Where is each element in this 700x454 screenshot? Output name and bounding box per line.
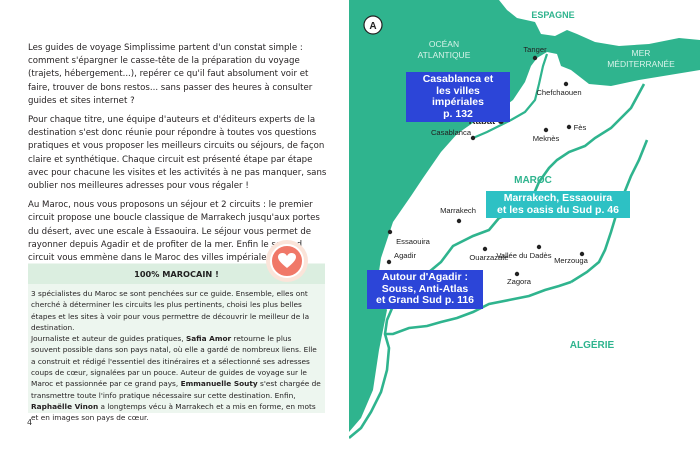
label-agadir-stay[interactable]: Autour d'Agadir : Souss, Anti-Atlas et G… <box>367 270 483 309</box>
city-fes: Fès <box>574 123 587 132</box>
morocco-map: 0 100 200 km A ESPAGNE OCÉAN ATLANTIQUE … <box>348 0 700 450</box>
box-text-2: Journaliste et auteur de guides pratique… <box>31 334 186 344</box>
intro-paragraph-3: Au Maroc, nous vous proposons un séjour … <box>28 200 320 264</box>
info-box-title: 100% MAROCAIN ! <box>28 264 325 284</box>
heart-icon <box>270 244 304 278</box>
inner-border-2 <box>570 139 649 284</box>
compass-letter: A <box>369 21 376 32</box>
coast-route <box>472 53 549 140</box>
label-marr-line2: et les oasis du Sud p. 46 <box>497 203 619 216</box>
city-chefchaouen: Chefchaouen <box>536 88 581 97</box>
info-box <box>28 263 325 413</box>
label-casa-line3: p. 132 <box>443 107 473 120</box>
info-box-body: 3 spécialistes du Maroc se sont penchées… <box>31 288 321 424</box>
scale-label-200: 200 km <box>552 431 575 438</box>
page-number: 4 <box>27 418 33 427</box>
city-merzouga: Merzouga <box>554 256 589 265</box>
intro-paragraph-2: Pour chaque titre, une équipe d'auteurs … <box>28 115 327 192</box>
region-algerie: ALGÉRIE <box>570 338 615 351</box>
box-text-5: a longtemps vécu à Marrakech et a mis en… <box>31 401 316 423</box>
spain-landmass <box>499 0 700 46</box>
author-name-2: Emmanuelle Souty <box>180 379 258 389</box>
label-casablanca-circuit[interactable]: Casablanca et les villes impériales p. 1… <box>406 72 510 122</box>
label-marr-line1: Marrakech, Essaouira <box>503 192 613 204</box>
label-casa-line2: les villes impériales <box>432 84 484 108</box>
city-dot-agadir <box>386 259 392 265</box>
city-dot-casablanca <box>470 135 476 141</box>
city-dot-dades <box>536 244 542 250</box>
box-text-4: s'est chargée de transmettre toute l'inf… <box>31 379 321 400</box>
city-dot-meknes <box>543 127 549 133</box>
left-page: Les guides de voyage Simplissime partent… <box>0 0 349 450</box>
label-aga-line2: Souss, Anti-Atlas <box>381 282 469 295</box>
region-spain: ESPAGNE <box>531 10 574 20</box>
city-tanger: Tanger <box>523 45 547 54</box>
city-dades: Vallée du Dadès <box>496 251 551 260</box>
region-maroc: MAROC <box>514 175 552 186</box>
label-marrakech-circuit[interactable]: Marrakech, Essaouira et les oasis du Sud… <box>486 191 630 218</box>
city-ouarzazate: Ouarzazate <box>469 253 508 262</box>
author-name-3: Raphaëlle Vinon <box>31 401 99 411</box>
label-casa-line1: Casablanca et <box>422 73 494 85</box>
author-name-1: Safia Amor <box>185 334 232 344</box>
intro-paragraph-1: Les guides de voyage Simplissime partent… <box>28 43 313 106</box>
scale-label-0: 0 <box>481 431 485 438</box>
region-med-line2: MÉDITERRANÉE <box>607 59 675 69</box>
morocco-border <box>348 83 646 439</box>
morocco-landmass <box>349 52 700 450</box>
box-text-3: retourne le plus souvent possible dans s… <box>31 334 317 389</box>
city-agadir: Agadir <box>394 251 416 260</box>
city-zagora: Zagora <box>507 277 532 286</box>
city-dot-ouarzazate <box>482 246 488 252</box>
city-dot-essaouira <box>387 229 393 235</box>
label-aga-line3: et Grand Sud p. 116 <box>375 294 475 306</box>
city-essaouira: Essaouira <box>396 237 431 246</box>
scale-label-100: 100 <box>519 431 531 438</box>
inner-border-1 <box>385 280 572 336</box>
map-svg: 0 100 200 km A ESPAGNE OCÉAN ATLANTIQUE … <box>348 0 700 450</box>
city-marrakech: Marrakech <box>440 206 476 215</box>
heart-badge <box>266 240 308 282</box>
intro-text: Les guides de voyage Simplissime partent… <box>28 42 328 265</box>
city-dot-tanger <box>532 55 538 61</box>
region-ocean-line2: ATLANTIQUE <box>418 50 471 60</box>
city-casablanca: Casablanca <box>431 128 472 137</box>
city-meknes: Meknès <box>533 134 560 143</box>
city-dot-fes <box>566 124 572 130</box>
city-dot-merzouga <box>579 251 585 257</box>
compass-icon <box>363 15 383 35</box>
region-med-line1: MER <box>632 48 651 58</box>
box-text-1: 3 spécialistes du Maroc se sont penchées… <box>31 289 310 332</box>
city-dot-marrakech <box>456 218 462 224</box>
city-dot-chefchaouen <box>563 81 569 87</box>
city-dot-zagora <box>514 271 520 277</box>
label-aga-line1: Autour d'Agadir : <box>382 271 468 283</box>
region-ocean-line1: OCÉAN <box>429 39 459 49</box>
